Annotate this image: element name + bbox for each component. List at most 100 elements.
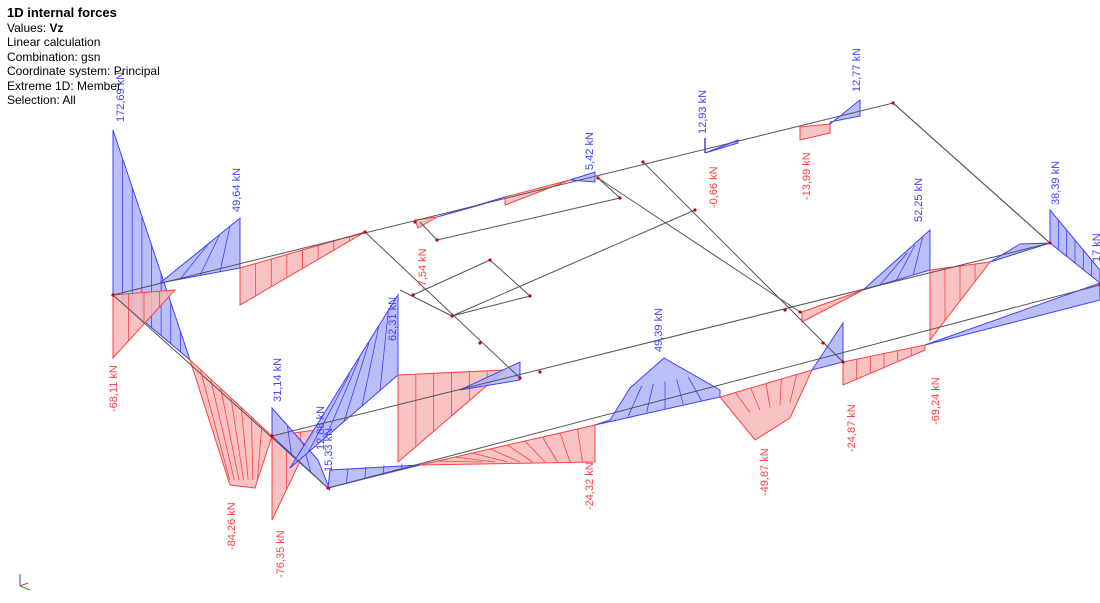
diagram-52-25-positive-hatch — [879, 252, 908, 286]
result-title: 1D internal forces — [7, 5, 117, 20]
force-label-7-54: -7,54 kN — [417, 248, 429, 290]
values-label: Values: — [7, 20, 50, 35]
node-point — [488, 258, 492, 262]
frame-member — [419, 221, 438, 241]
force-label-62-31: 62,31 kN — [387, 297, 399, 341]
diagram-left-mid-negative — [188, 358, 273, 489]
node-point — [435, 238, 439, 242]
diagram-62-31-positive-hatch — [379, 310, 389, 391]
info-panel: 1D internal forces Values: Vz Linear cal… — [7, 5, 160, 108]
force-label-49-87: -49,87 kN — [759, 448, 771, 496]
calculation-type: Linear calculation — [7, 35, 101, 49]
diagram-24-32-negative-hatch — [472, 452, 508, 463]
diagram-49-87-negative-hatch — [750, 387, 761, 411]
frame-member — [112, 294, 329, 489]
frame-member — [399, 289, 453, 317]
diagram-49-64-positive-hatch — [179, 241, 211, 280]
diagram-middle-positive-2 — [459, 361, 521, 391]
diagram-49-39-positive-hatch — [627, 385, 643, 417]
force-label-12-93: 12,93 kN — [697, 90, 709, 134]
node-point — [891, 101, 895, 105]
diagram-24-32-negative-hatch — [454, 456, 496, 463]
diagram-49-39-positive — [594, 357, 721, 426]
diagram-49-87-negative-hatch — [765, 383, 771, 408]
structure-frame — [112, 102, 1100, 489]
shear-force-diagrams — [112, 98, 1100, 521]
node-point — [111, 293, 115, 297]
frame-member — [436, 197, 621, 241]
node-point — [693, 208, 697, 212]
force-label-49-64: 49,64 kN — [231, 168, 243, 212]
node-point — [538, 370, 542, 374]
force-label-52-25: 52,25 kN — [913, 178, 925, 222]
node-point — [783, 308, 787, 312]
diagram-62-31-positive-hatch — [307, 373, 351, 453]
node-point — [641, 160, 645, 164]
node-point — [413, 220, 417, 224]
force-label-31-14: 31,14 kN — [272, 358, 284, 402]
diagram-62-31-positive — [289, 293, 399, 469]
force-label-12-77: 12,77 kN — [851, 48, 863, 92]
diagram-left-mid-negative-hatch — [199, 369, 231, 481]
values-symbol: Vz — [49, 20, 64, 35]
diagram-12-77-positive — [829, 98, 861, 126]
node-point — [618, 196, 622, 200]
diagram-62-31-positive-hatch — [343, 342, 370, 422]
node-point — [518, 376, 522, 380]
diagram-24-32-negative-hatch — [542, 436, 558, 463]
node-point — [821, 341, 825, 345]
frame-member — [489, 259, 531, 297]
diagram-49-64-positive-hatch — [219, 225, 231, 272]
diagram-49-64-positive-hatch — [199, 233, 221, 276]
frame-member — [597, 177, 621, 199]
diagram-31-positive-hatch — [286, 425, 292, 455]
diagram-24-32-negative-hatch — [577, 428, 583, 463]
diagram-49-39-positive-hatch — [676, 379, 684, 405]
diagram-top-neg-2 — [504, 179, 571, 206]
force-labels: 172,69 kN 49,64 kN -68,11 kN -84,26 kN -… — [108, 48, 1100, 578]
diagram-front-positive-hatch — [346, 468, 349, 484]
selection-setting: Selection: All — [7, 93, 76, 107]
diagram-front-positive-hatch — [382, 465, 385, 475]
frame-member — [892, 102, 1051, 244]
diagram-24-32-negative-hatch — [437, 460, 483, 463]
diagram-24-32-negative-hatch — [524, 440, 546, 463]
diagram-7-54-negative — [414, 216, 438, 229]
force-label-69-24: -69,24 kN — [930, 377, 942, 425]
force-label-24-32: -24,32 kN — [584, 462, 596, 510]
combination-name: Combination: gsn — [7, 49, 101, 64]
diagram-52-25-positive-hatch — [912, 237, 923, 276]
force-label-edge: 17 kN — [1091, 233, 1100, 262]
coordinate-system: Coordinate system: Principal — [7, 64, 160, 78]
diagram-back-right-neg — [801, 289, 864, 323]
node-point — [450, 314, 454, 318]
diagram-right-pos — [989, 242, 1051, 263]
node-point — [1048, 241, 1052, 245]
coordinate-axes-icon — [19, 574, 31, 591]
force-label-0-66: -0,66 kN — [708, 166, 720, 208]
diagram-49-39-positive-hatch — [646, 383, 654, 413]
diagram-49-87-negative-hatch — [779, 378, 782, 406]
force-label-5-42: 5,42 kN — [584, 132, 596, 170]
force-label-49-39: 49,39 kN — [653, 308, 665, 352]
force-label-13-99: -13,99 kN — [801, 152, 813, 200]
diagram-front-positive-hatch — [364, 466, 367, 479]
node-point — [478, 341, 482, 345]
node-point — [411, 293, 415, 297]
frame-member — [451, 295, 531, 317]
diagram-front-right-positive — [924, 282, 1100, 346]
node-point — [270, 434, 274, 438]
node-point — [596, 176, 600, 180]
diagram-left-mid-negative-hatch — [230, 397, 244, 481]
frame-member — [112, 102, 894, 296]
diagram-49-87-negative-hatch — [735, 392, 751, 413]
frame-member — [597, 177, 801, 313]
node-point — [528, 294, 532, 298]
force-label-84-26: -84,26 kN — [226, 502, 238, 550]
diagram-13-99-negative — [799, 123, 831, 141]
node-point — [841, 360, 845, 364]
diagram-62-31-positive-hatch — [361, 326, 380, 407]
diagram-24-32-negative-hatch — [559, 432, 571, 463]
diagram-49-87-negative — [719, 369, 813, 441]
